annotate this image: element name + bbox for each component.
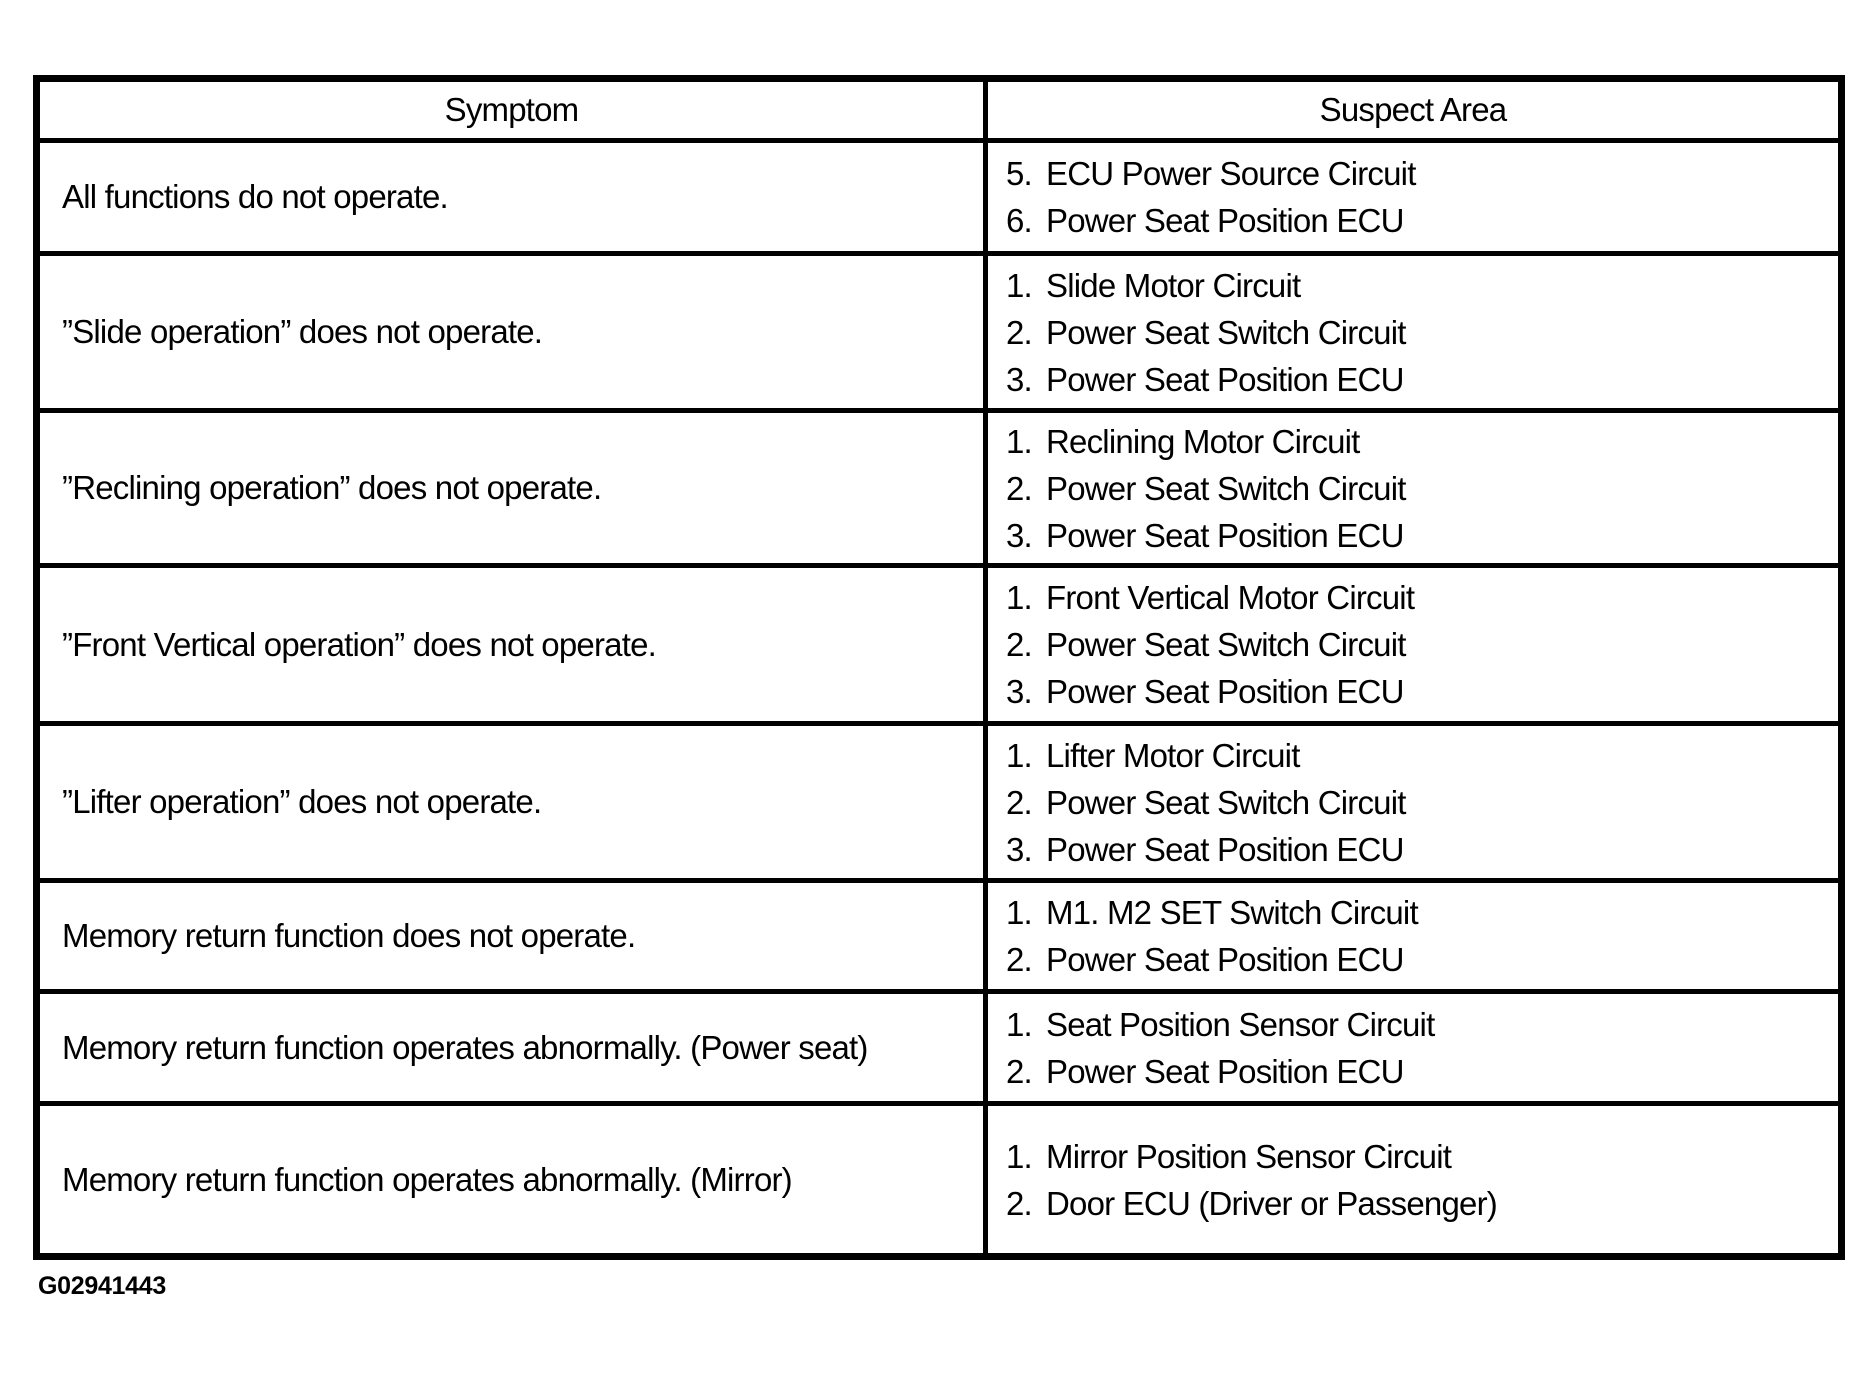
suspect-area-cell: 1. Seat Position Sensor Circuit 2. Power… xyxy=(983,989,1844,1106)
suspect-item-label: ECU Power Source Circuit xyxy=(1046,155,1416,192)
suspect-item-label: Power Seat Position ECU xyxy=(1046,673,1404,710)
suspect-item-label: Power Seat Switch Circuit xyxy=(1046,626,1406,663)
suspect-item-number: 2. xyxy=(1006,783,1033,821)
suspect-item-label: Front Vertical Motor Circuit xyxy=(1046,579,1415,616)
suspect-item-label: Power Seat Position ECU xyxy=(1046,830,1404,868)
suspect-item-number: 3. xyxy=(1006,516,1033,554)
symptom-cell: ”Lifter operation” does not operate. xyxy=(34,721,988,883)
symptom-cell: Memory return function does not operate. xyxy=(34,878,988,994)
symptom-cell: All functions do not operate. xyxy=(34,138,988,256)
suspect-item: 3. Power Seat Position ECU xyxy=(1006,668,1828,715)
symptom-suspect-table: Symptom Suspect Area All functions do no… xyxy=(33,75,1845,1260)
suspect-item-label: Power Seat Switch Circuit xyxy=(1046,313,1406,351)
suspect-item: 5. ECU Power Source Circuit xyxy=(1006,150,1828,197)
suspect-item: 1. Lifter Motor Circuit xyxy=(1006,732,1828,779)
suspect-item: 1. Reclining Motor Circuit xyxy=(1006,418,1828,465)
table-row: All functions do not operate. 5. ECU Pow… xyxy=(34,138,1844,256)
symptom-column-header: Symptom xyxy=(34,76,988,143)
suspect-item: 2. Door ECU (Driver or Passenger) xyxy=(1006,1180,1828,1227)
suspect-area-cell: 1. Lifter Motor Circuit 2. Power Seat Sw… xyxy=(983,721,1844,883)
table-row: ”Lifter operation” does not operate. 1. … xyxy=(34,721,1844,883)
table-row: ”Slide operation” does not operate. 1. S… xyxy=(34,251,1844,413)
suspect-item-number: 1. xyxy=(1006,736,1033,774)
suspect-item-number: 6. xyxy=(1006,202,1033,239)
suspect-item-number: 2. xyxy=(1006,1052,1033,1090)
suspect-item-label: Power Seat Position ECU xyxy=(1046,516,1404,554)
suspect-area-cell: 1. Reclining Motor Circuit 2. Power Seat… xyxy=(983,408,1844,568)
suspect-item: 2. Power Seat Switch Circuit xyxy=(1006,621,1828,668)
suspect-area-cell: 1. Slide Motor Circuit 2. Power Seat Swi… xyxy=(983,251,1844,413)
suspect-item-label: Power Seat Position ECU xyxy=(1046,1052,1404,1090)
suspect-item-label: Seat Position Sensor Circuit xyxy=(1046,1005,1435,1043)
suspect-item-label: Lifter Motor Circuit xyxy=(1046,736,1300,774)
table-row: Memory return function operates abnormal… xyxy=(34,989,1844,1106)
symptom-cell: ”Front Vertical operation” does not oper… xyxy=(34,563,988,726)
suspect-item-number: 2. xyxy=(1006,313,1033,351)
suspect-item-number: 2. xyxy=(1006,941,1033,978)
suspect-item-label: Power Seat Position ECU xyxy=(1046,941,1404,978)
suspect-item-number: 2. xyxy=(1006,1184,1033,1222)
suspect-item-number: 1. xyxy=(1006,894,1033,931)
table-row: ”Front Vertical operation” does not oper… xyxy=(34,563,1844,726)
table-row: Memory return function operates abnormal… xyxy=(34,1101,1844,1259)
suspect-item-number: 1. xyxy=(1006,1137,1033,1175)
figure-id: G02941443 xyxy=(38,1272,166,1300)
suspect-item-label: Power Seat Switch Circuit xyxy=(1046,783,1406,821)
suspect-item-label: M1. M2 SET Switch Circuit xyxy=(1046,894,1419,931)
suspect-item: 2. Power Seat Position ECU xyxy=(1006,1048,1828,1095)
suspect-item-number: 5. xyxy=(1006,155,1033,192)
suspect-area-column-header: Suspect Area xyxy=(983,76,1844,143)
suspect-item: 1. Mirror Position Sensor Circuit xyxy=(1006,1133,1828,1180)
symptom-cell: ”Slide operation” does not operate. xyxy=(34,251,988,413)
symptom-cell: ”Reclining operation” does not operate. xyxy=(34,408,988,568)
suspect-area-cell: 1. Mirror Position Sensor Circuit 2. Doo… xyxy=(983,1101,1844,1259)
suspect-item-number: 3. xyxy=(1006,673,1033,710)
suspect-item-label: Power Seat Switch Circuit xyxy=(1046,469,1406,507)
symptom-cell: Memory return function operates abnormal… xyxy=(34,989,988,1106)
suspect-item-number: 3. xyxy=(1006,360,1033,398)
suspect-area-cell: 1. Front Vertical Motor Circuit 2. Power… xyxy=(983,563,1844,726)
suspect-item-number: 1. xyxy=(1006,266,1033,304)
suspect-item-label: Door ECU (Driver or Passenger) xyxy=(1046,1184,1498,1222)
suspect-item-label: Slide Motor Circuit xyxy=(1046,266,1301,304)
suspect-item-label: Reclining Motor Circuit xyxy=(1046,422,1360,460)
suspect-area-cell: 1. M1. M2 SET Switch Circuit 2. Power Se… xyxy=(983,878,1844,994)
suspect-area-cell: 5. ECU Power Source Circuit 6. Power Sea… xyxy=(983,138,1844,256)
table-row: Memory return function does not operate.… xyxy=(34,878,1844,994)
suspect-item: 2. Power Seat Position ECU xyxy=(1006,936,1828,983)
suspect-item: 1. M1. M2 SET Switch Circuit xyxy=(1006,889,1828,936)
suspect-item-number: 2. xyxy=(1006,469,1033,507)
suspect-item: 1. Front Vertical Motor Circuit xyxy=(1006,574,1828,621)
suspect-item-number: 1. xyxy=(1006,579,1033,616)
suspect-item: 3. Power Seat Position ECU xyxy=(1006,512,1828,559)
suspect-item: 1. Seat Position Sensor Circuit xyxy=(1006,1001,1828,1048)
table-row: ”Reclining operation” does not operate. … xyxy=(34,408,1844,568)
suspect-item: 6. Power Seat Position ECU xyxy=(1006,197,1828,244)
suspect-item-label: Power Seat Position ECU xyxy=(1046,360,1404,398)
suspect-item: 3. Power Seat Position ECU xyxy=(1006,356,1828,403)
suspect-item-number: 3. xyxy=(1006,830,1033,868)
suspect-item-number: 1. xyxy=(1006,1005,1033,1043)
suspect-item: 2. Power Seat Switch Circuit xyxy=(1006,779,1828,826)
header-row: Symptom Suspect Area xyxy=(34,76,1844,143)
suspect-item: 3. Power Seat Position ECU xyxy=(1006,826,1828,873)
suspect-item: 2. Power Seat Switch Circuit xyxy=(1006,465,1828,512)
suspect-item: 1. Slide Motor Circuit xyxy=(1006,262,1828,309)
suspect-item-number: 2. xyxy=(1006,626,1033,663)
suspect-item-number: 1. xyxy=(1006,422,1033,460)
suspect-item-label: Mirror Position Sensor Circuit xyxy=(1046,1137,1452,1175)
suspect-item-label: Power Seat Position ECU xyxy=(1046,202,1404,239)
suspect-item: 2. Power Seat Switch Circuit xyxy=(1006,309,1828,356)
symptom-cell: Memory return function operates abnormal… xyxy=(34,1101,988,1259)
